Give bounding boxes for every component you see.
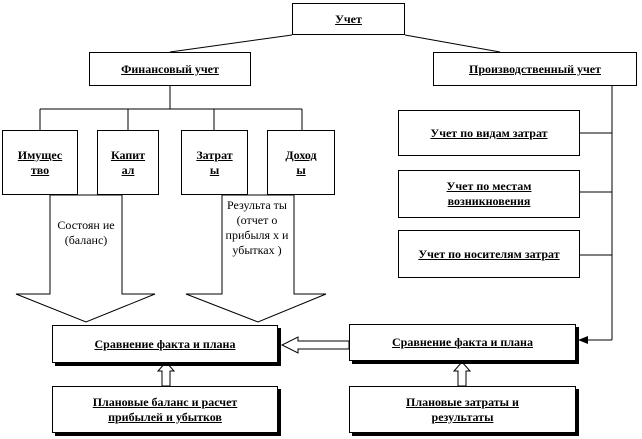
arrow-prod-plan-up xyxy=(452,361,472,387)
connector-root-financial xyxy=(169,34,293,53)
arrow-fin-plan-up xyxy=(156,361,176,387)
arrow-head-production-compare xyxy=(578,336,588,344)
arrow-results-label: Результа ты (отчет о прибыля х и убытках… xyxy=(225,198,289,257)
arrow-state-label: Состоян ие (баланс) xyxy=(57,218,115,247)
production-node: Производственный учет xyxy=(433,52,637,86)
financial-compare: Сравнение факта и плана xyxy=(52,325,278,363)
production-item-cost-carriers: Учет по носителям затрат xyxy=(398,230,580,278)
financial-title: Финансовый учет xyxy=(121,61,219,76)
arrow-production-to-financial xyxy=(280,336,350,354)
connector-root-production xyxy=(404,34,501,53)
production-plan: Плановые затраты и результаты xyxy=(349,386,576,433)
root-node: Учет xyxy=(292,3,405,35)
financial-plan: Плановые баланс и расчет прибылей и убыт… xyxy=(52,386,278,433)
arrow-state-balance xyxy=(15,194,156,323)
financial-item-costs: Затрат ы xyxy=(181,130,248,195)
root-label: Учет xyxy=(335,11,362,26)
production-compare: Сравнение факта и плана xyxy=(349,324,576,361)
arrow-results xyxy=(185,194,327,323)
financial-node: Финансовый учет xyxy=(89,52,251,86)
financial-item-property: Имущес тво xyxy=(2,130,78,195)
production-title: Производственный учет xyxy=(469,61,601,76)
production-item-cost-types: Учет по видам затрат xyxy=(398,110,580,156)
production-item-cost-centers: Учет по местам возникновения xyxy=(398,170,580,218)
financial-item-income: Доход ы xyxy=(267,130,335,195)
financial-item-capital: Капит ал xyxy=(97,130,159,195)
